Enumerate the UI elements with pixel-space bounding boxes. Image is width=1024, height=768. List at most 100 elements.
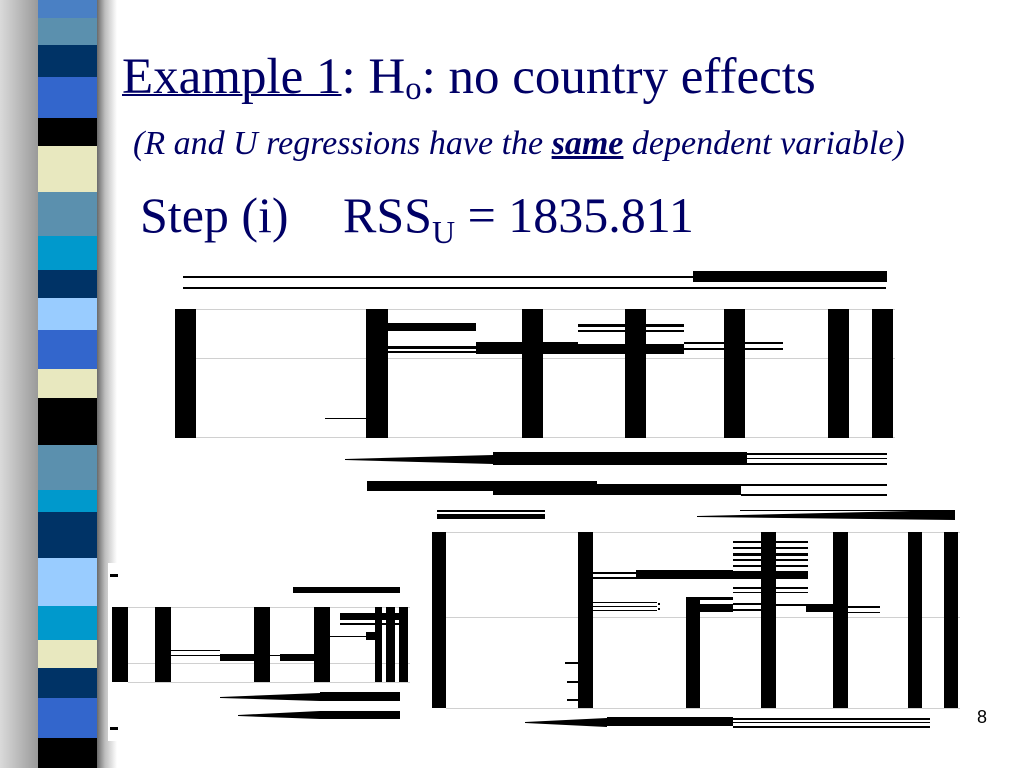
stripe-segment	[38, 490, 97, 512]
statistic-value: 1835.811	[508, 187, 694, 243]
artifact-column	[761, 532, 776, 708]
title-example-label: Example 1	[122, 49, 342, 105]
slide-subtitle: (R and U regressions have the same depen…	[133, 127, 905, 161]
artifact-column	[366, 309, 388, 438]
stripe-segment	[38, 146, 97, 192]
artifact-column	[175, 309, 196, 438]
artifact-bar	[493, 452, 747, 465]
gridline	[446, 617, 960, 618]
artifact-bar	[636, 570, 733, 579]
artifact-line	[437, 510, 545, 512]
slide-title: Example 1: Ho: no country effects	[122, 49, 816, 106]
artifact-wedge	[697, 510, 955, 520]
lower-right-table-artifact	[432, 510, 960, 728]
equals-sign: =	[467, 187, 496, 243]
stripe-segment	[38, 118, 97, 146]
artifact-bar	[340, 613, 400, 620]
artifact-line	[733, 718, 930, 720]
artifact-bar	[388, 323, 476, 331]
artifact-line	[330, 636, 366, 637]
artifact-line	[565, 662, 578, 664]
stripe-segment	[38, 398, 97, 445]
decorative-stripe-bar	[38, 0, 97, 768]
statistic-name: RSS	[343, 187, 432, 243]
artifact-line	[733, 592, 808, 593]
artifact-line	[733, 603, 761, 605]
artifact-bar	[437, 514, 545, 519]
artifact-column	[386, 607, 395, 682]
artifact-line	[578, 324, 684, 327]
artifact-wedge	[220, 693, 320, 701]
artifact-line	[733, 553, 808, 556]
artifact-column	[432, 532, 446, 708]
artifact-line	[733, 565, 808, 567]
artifact-column	[724, 309, 745, 438]
artifact-bar	[493, 484, 741, 495]
subtitle-emphasis: same	[551, 125, 624, 162]
artifact-line	[733, 722, 930, 723]
rss-statistic: RSSU=1835.811	[343, 187, 694, 248]
artifact-line	[733, 541, 808, 543]
artifact-bar	[366, 632, 378, 640]
stripe-segment	[38, 0, 97, 18]
stripe-segment	[38, 640, 97, 668]
artifact-line	[776, 604, 806, 606]
artifact-line	[578, 330, 684, 332]
artifact-line	[171, 655, 220, 656]
artifact-line	[684, 348, 783, 350]
step-label: Step (i)	[140, 187, 289, 243]
artifact-line	[747, 463, 887, 465]
artifact-line	[567, 681, 578, 683]
artifact-bar	[806, 604, 833, 612]
gridline	[128, 682, 410, 683]
artifact-bar	[578, 344, 684, 354]
artifact-column	[314, 607, 330, 682]
artifact-line	[733, 559, 808, 561]
artifact-line	[684, 342, 783, 344]
gridline	[432, 532, 960, 533]
artifact-bar	[293, 587, 400, 593]
artifact-bar	[607, 717, 733, 726]
artifact-wedge	[525, 718, 607, 727]
artifact-line	[733, 609, 761, 611]
artifact-line	[183, 276, 693, 278]
artifact-column	[944, 532, 958, 708]
artifact-line	[593, 577, 636, 579]
artifact-line	[593, 606, 657, 607]
artifact-line	[593, 610, 657, 611]
artifact-wedge	[238, 711, 320, 719]
stripe-segment	[38, 698, 97, 738]
artifact-column	[686, 597, 700, 708]
artifact-column	[522, 309, 543, 438]
artifact-line	[848, 606, 880, 608]
gridline	[196, 358, 895, 359]
artifact-line	[740, 510, 955, 511]
artifact-line	[747, 453, 887, 455]
artifact-column	[872, 309, 893, 438]
stripe-segment	[38, 298, 97, 330]
gridline	[446, 708, 960, 709]
left-edge-shading	[0, 0, 38, 768]
artifact-bar	[733, 571, 808, 579]
artifact-line	[741, 484, 887, 486]
artifact-bar	[476, 342, 578, 354]
artifact-bar	[280, 654, 314, 661]
artifact-bar	[693, 271, 887, 282]
artifact-bar	[700, 604, 733, 612]
artifact-line	[848, 612, 880, 613]
artifact-line	[270, 655, 280, 656]
artifact-line	[340, 623, 400, 625]
page-number: 8	[977, 707, 988, 727]
artifact-column	[112, 607, 128, 682]
artifact-bar	[220, 654, 254, 661]
stripe-segment	[38, 738, 97, 768]
stripe-segment	[38, 236, 97, 270]
lower-left-table-artifact	[108, 563, 410, 741]
artifact-line	[686, 597, 733, 600]
stripe-segment	[38, 369, 97, 398]
artifact-line	[747, 458, 887, 459]
artifact-line	[171, 650, 220, 651]
artifact-bar	[367, 481, 597, 491]
